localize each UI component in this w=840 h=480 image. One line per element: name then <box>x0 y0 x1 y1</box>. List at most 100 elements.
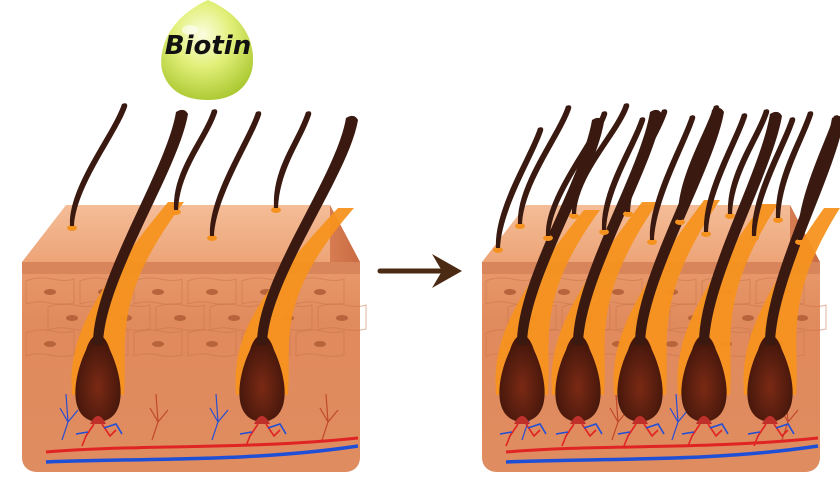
skin-cell <box>155 303 205 331</box>
hair-shaft <box>634 107 724 345</box>
cell-nucleus <box>66 315 78 321</box>
hair-root-dot <box>569 213 579 219</box>
short-hairs <box>67 103 312 241</box>
biotin-label: Biotin <box>165 31 251 61</box>
hair-strand <box>69 103 128 226</box>
follicle-vessel <box>75 423 123 435</box>
hair-root-dot <box>171 209 181 215</box>
skin-cell <box>187 329 237 357</box>
follicle-vessel <box>499 423 547 435</box>
cell-nucleus <box>174 315 186 321</box>
hair-root-dot <box>675 219 685 225</box>
hair-strand <box>751 117 796 236</box>
vein <box>45 444 359 464</box>
hair-shaft <box>698 111 782 345</box>
hair-root-dot <box>599 229 609 235</box>
skin-cell <box>25 277 75 305</box>
dermal-papilla <box>696 416 712 424</box>
cell-nucleus <box>44 341 56 347</box>
cell-nucleus <box>666 341 678 347</box>
hair-strand <box>703 113 748 232</box>
hair-strand <box>677 105 720 220</box>
blood-vessels <box>45 393 359 464</box>
cell-nucleus <box>44 289 56 295</box>
cell-nucleus <box>228 315 240 321</box>
skin-block-before <box>22 103 367 472</box>
hair-strand <box>649 115 696 240</box>
dermal-papilla <box>90 416 106 424</box>
hair-root-dot <box>493 247 503 253</box>
hair-root-dot <box>67 225 77 231</box>
skin-cell <box>317 303 367 331</box>
hair-bulb <box>499 335 545 422</box>
hair-strand <box>571 103 630 214</box>
skin-epidermis-band <box>22 262 360 274</box>
hair-strand <box>517 105 572 224</box>
hair-strand <box>209 111 262 236</box>
hair-strand <box>173 109 218 210</box>
hair-shaft <box>256 115 358 345</box>
hair-root-dot <box>543 235 553 241</box>
hair-bulb <box>239 335 285 422</box>
hair-root-dot <box>271 207 281 213</box>
biotin-drop: Biotin <box>161 0 254 100</box>
hair-bulb <box>617 335 663 422</box>
dermal-papilla <box>632 416 648 424</box>
cell-nucleus <box>336 315 348 321</box>
follicle-vessel <box>747 423 795 435</box>
capillary <box>319 393 339 441</box>
capillary <box>59 393 79 441</box>
hair-strand <box>625 109 668 212</box>
hair-strand <box>797 115 840 240</box>
cell-nucleus <box>206 341 218 347</box>
capillary <box>209 393 229 441</box>
cell-nucleus <box>314 341 326 347</box>
artery <box>505 436 819 454</box>
hair-root-dot <box>515 223 525 229</box>
skin-cell <box>133 329 183 357</box>
cell-nucleus <box>504 289 516 295</box>
dermal-papilla <box>762 416 778 424</box>
follicle-vessel <box>239 423 287 435</box>
hair-follicles <box>71 109 358 447</box>
cell-nucleus <box>314 289 326 295</box>
skin-cell <box>133 277 183 305</box>
skin-top-face <box>22 205 360 262</box>
hair-root-dot <box>795 239 805 245</box>
hair-root-dot <box>701 231 711 237</box>
hair-root-dot <box>773 217 783 223</box>
cell-nucleus <box>206 289 218 295</box>
cell-nucleus <box>742 315 754 321</box>
dermal-papilla <box>514 416 530 424</box>
hair-shaft <box>92 109 188 345</box>
hair-bulb <box>555 335 601 422</box>
oil-drop-icon <box>161 0 254 100</box>
hair-strand <box>545 111 608 236</box>
hair-root-dot <box>207 235 217 241</box>
hair-root-dot <box>749 235 759 241</box>
capillary <box>149 393 169 441</box>
skin-cell <box>187 277 237 305</box>
cell-nucleus <box>152 341 164 347</box>
cell-nucleus <box>796 315 808 321</box>
hair-bulb <box>681 335 727 422</box>
hair-root-dot <box>623 211 633 217</box>
follicle-vessel <box>617 423 665 435</box>
hair-bulb <box>75 335 121 422</box>
hair-strand <box>273 111 312 208</box>
artery <box>45 436 359 454</box>
skin-cell <box>295 277 345 305</box>
follicle-vessel <box>555 423 603 435</box>
skin-cell <box>295 329 345 357</box>
hair-bulb <box>747 335 793 422</box>
skin-cell <box>25 329 75 357</box>
vein <box>505 444 819 464</box>
cell-nucleus <box>152 289 164 295</box>
hair-strand <box>727 109 770 214</box>
hair-root-dot <box>725 213 735 219</box>
hair-strand <box>601 117 646 230</box>
hair-strand <box>495 127 544 248</box>
skin-block-after <box>482 103 840 472</box>
hair-strand <box>775 111 814 218</box>
